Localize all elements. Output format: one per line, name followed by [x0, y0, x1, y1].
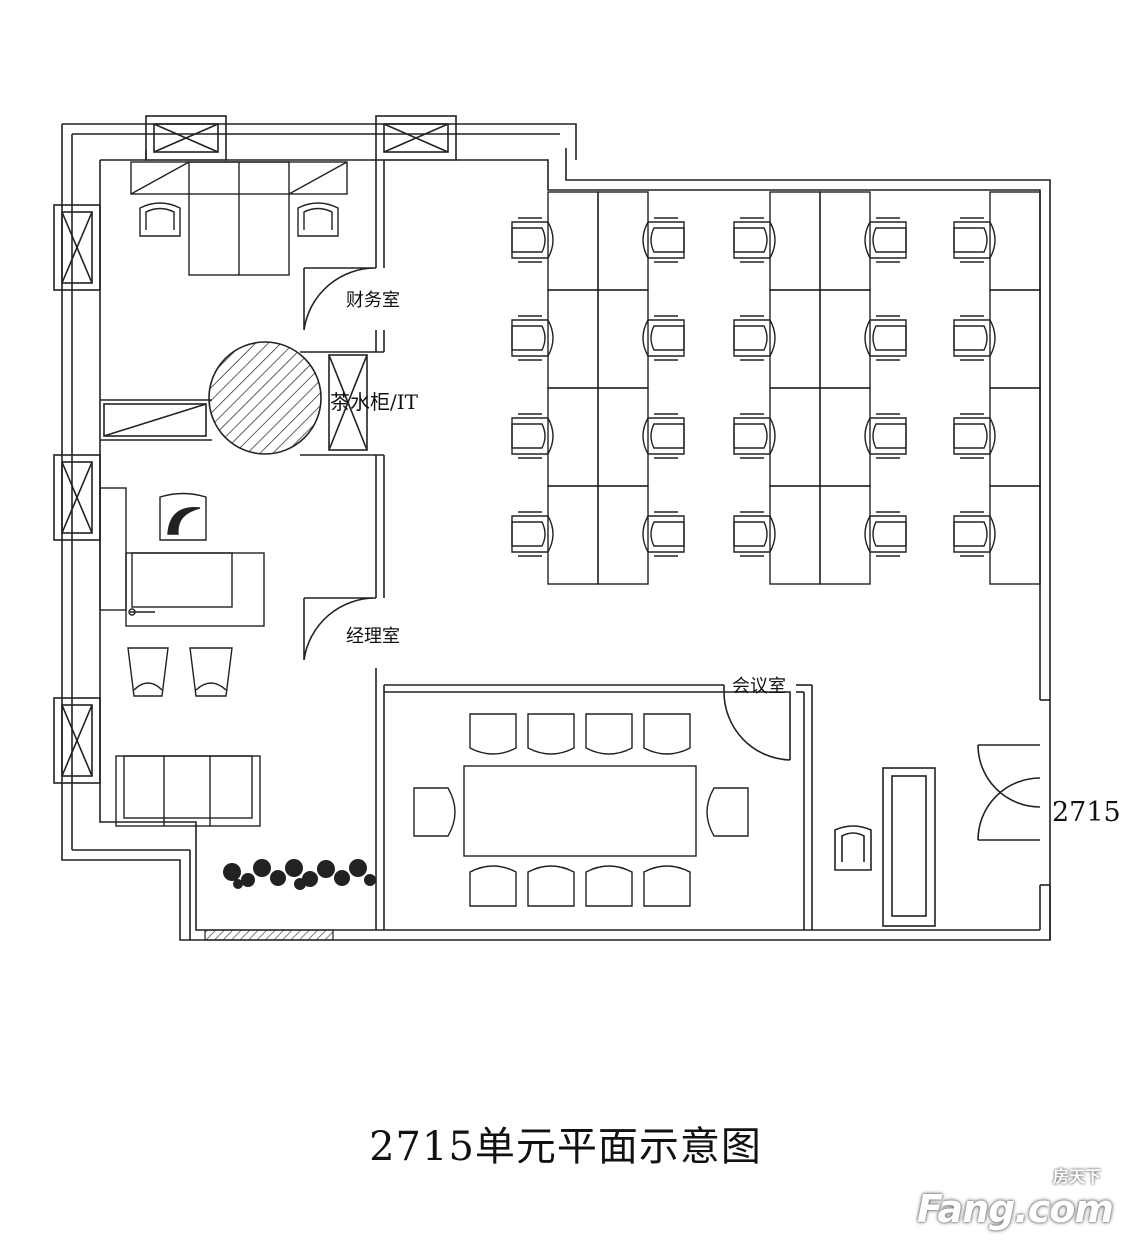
unit-number-label: 2715: [1052, 797, 1121, 828]
office-chair: [864, 315, 907, 361]
office-chair: [953, 217, 996, 263]
office-chair: [733, 511, 776, 557]
office-chair: [642, 315, 685, 361]
office-chair: [642, 217, 685, 263]
watermark-logo: 房天下 Fang.com: [917, 1163, 1114, 1231]
meeting-table: [463, 765, 697, 857]
office-chair: [511, 315, 554, 361]
desk: [989, 289, 1041, 389]
desk: [989, 387, 1041, 487]
desk: [819, 191, 871, 291]
desk: [547, 387, 599, 487]
office-chair: [733, 315, 776, 361]
meeting-chair: [413, 787, 456, 837]
office-chair: [953, 413, 996, 459]
desk: [819, 387, 871, 487]
plan-title: 2715单元平面示意图: [369, 1124, 762, 1170]
meeting-chair: [585, 865, 633, 907]
meeting-chair: [469, 865, 517, 907]
desk: [597, 191, 649, 291]
workstations: [511, 191, 1041, 585]
meeting-chair: [585, 713, 633, 755]
office-chair: [511, 217, 554, 263]
office-chair: [864, 413, 907, 459]
meeting-chair: [527, 865, 575, 907]
desk: [547, 289, 599, 389]
meeting-furniture: [413, 713, 749, 907]
round-table: [208, 341, 322, 455]
desk: [769, 191, 821, 291]
desk: [819, 289, 871, 389]
desk: [547, 191, 599, 291]
plants: [223, 859, 376, 890]
desk: [597, 387, 649, 487]
meeting-chair: [643, 713, 691, 755]
office-chair: [953, 315, 996, 361]
desk: [989, 191, 1041, 291]
meeting-chair: [706, 787, 749, 837]
desk: [597, 485, 649, 585]
manager-furniture: [99, 487, 265, 827]
room-label-manager: 经理室: [346, 626, 400, 647]
desk: [769, 485, 821, 585]
balcony: [204, 929, 334, 941]
room-label-pantry: 茶水柜/IT: [330, 390, 418, 414]
office-chair: [511, 413, 554, 459]
meeting-chair: [527, 713, 575, 755]
office-chair: [864, 511, 907, 557]
office-chair: [642, 413, 685, 459]
desk: [547, 485, 599, 585]
office-chair: [864, 217, 907, 263]
walls: [53, 115, 1051, 941]
watermark-en: Fang.com: [916, 1187, 1114, 1231]
watermark-cn: 房天下: [1052, 1167, 1101, 1186]
finance-furniture: [130, 161, 348, 276]
desk: [989, 485, 1041, 585]
office-chair: [733, 413, 776, 459]
room-label-meeting: 会议室: [732, 676, 786, 697]
office-chair: [953, 511, 996, 557]
room-label-finance: 财务室: [346, 290, 400, 311]
office-chair: [511, 511, 554, 557]
office-chair: [733, 217, 776, 263]
desk: [769, 289, 821, 389]
office-chair: [642, 511, 685, 557]
desk: [819, 485, 871, 585]
meeting-chair: [469, 713, 517, 755]
desk: [769, 387, 821, 487]
meeting-chair: [643, 865, 691, 907]
desk: [597, 289, 649, 389]
